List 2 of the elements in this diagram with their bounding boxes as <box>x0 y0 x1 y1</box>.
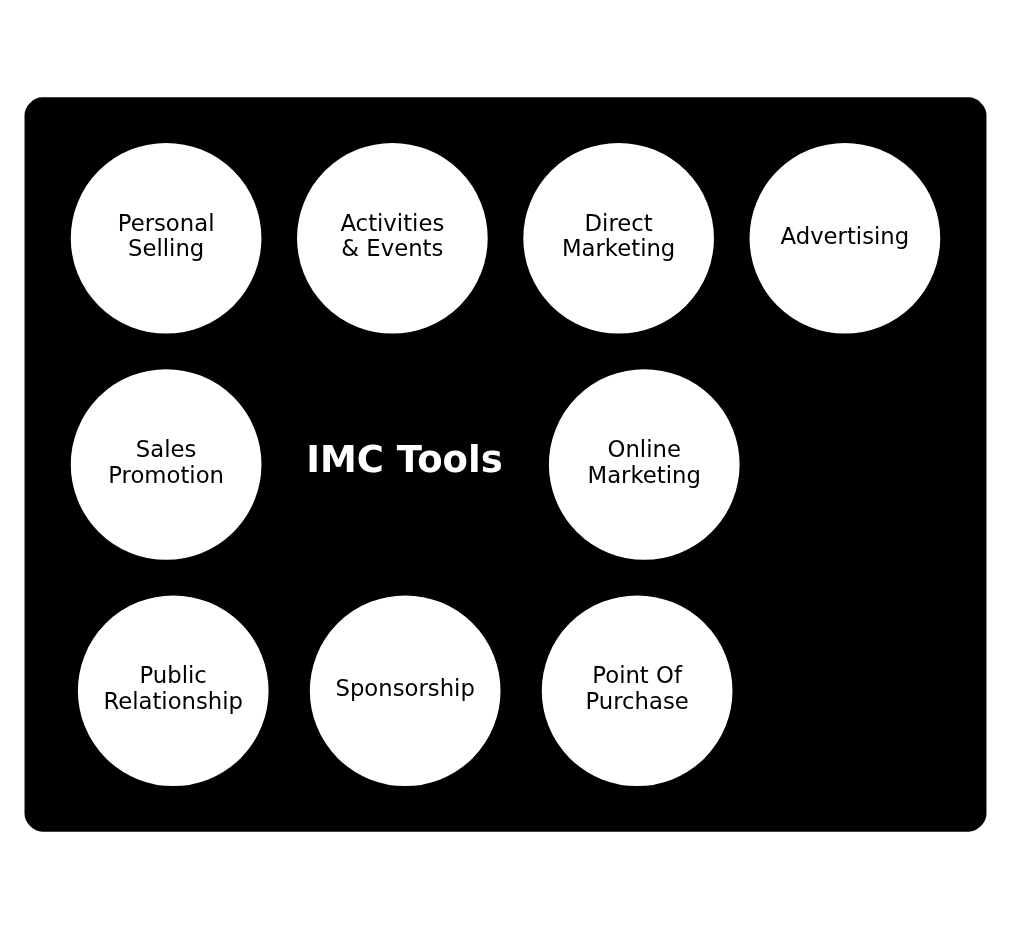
cluster <box>24 96 987 832</box>
node-text: IMC Tools <box>306 437 503 481</box>
